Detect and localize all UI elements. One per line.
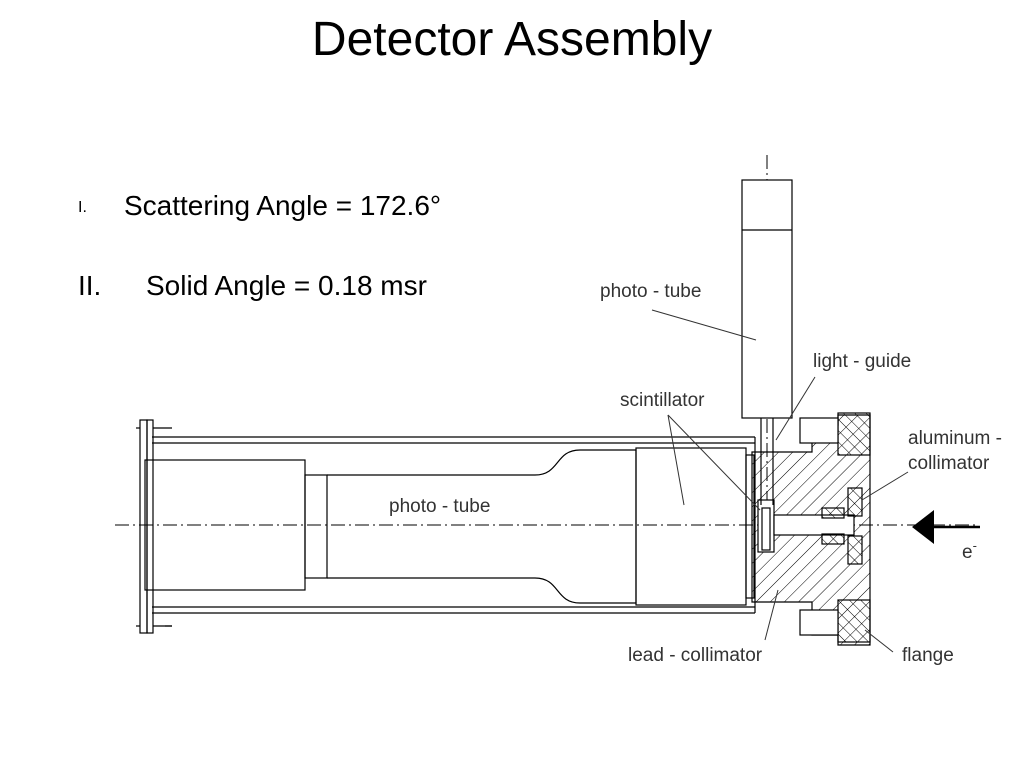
- detector-housing: [152, 436, 756, 614]
- bullet-number: I.: [78, 198, 87, 216]
- horizontal-photo-tube: [144, 447, 755, 606]
- lead-collimator-block: [751, 414, 871, 646]
- bullet-number: II.: [78, 270, 102, 301]
- label-aluminum-collimator-2: collimator: [908, 453, 990, 474]
- beam-symbol: e: [962, 542, 973, 563]
- bullet-solid-angle: II. Solid Angle = 0.18 msr: [78, 270, 427, 302]
- bullet-scattering-angle: I. Scattering Angle = 172.6°: [78, 190, 441, 224]
- label-photo-tube-vertical: photo - tube: [600, 281, 701, 302]
- label-beam-electron: e-: [962, 538, 977, 563]
- light-guide-body: [760, 418, 774, 505]
- vertical-photo-tube: [741, 179, 793, 419]
- aluminum-collimator-block: [821, 487, 863, 565]
- label-lead-collimator: lead - collimator: [628, 645, 763, 666]
- end-cap-flange: [136, 419, 172, 634]
- bullet-text: Solid Angle = 0.18 msr: [146, 270, 427, 301]
- bullet-text: Scattering Angle = 172.6°: [124, 190, 442, 221]
- leader-lines: [651, 309, 909, 653]
- flange-block: [799, 412, 871, 643]
- label-aluminum-collimator-1: aluminum -: [908, 428, 1002, 449]
- label-light-guide: light - guide: [813, 351, 911, 372]
- label-scintillator: scintillator: [620, 390, 705, 411]
- label-flange: flange: [902, 645, 954, 666]
- beam-arrow: [912, 510, 980, 544]
- beam-charge: -: [973, 538, 977, 553]
- page-title: Detector Assembly: [311, 13, 713, 66]
- label-photo-tube-horizontal: photo - tube: [389, 496, 490, 517]
